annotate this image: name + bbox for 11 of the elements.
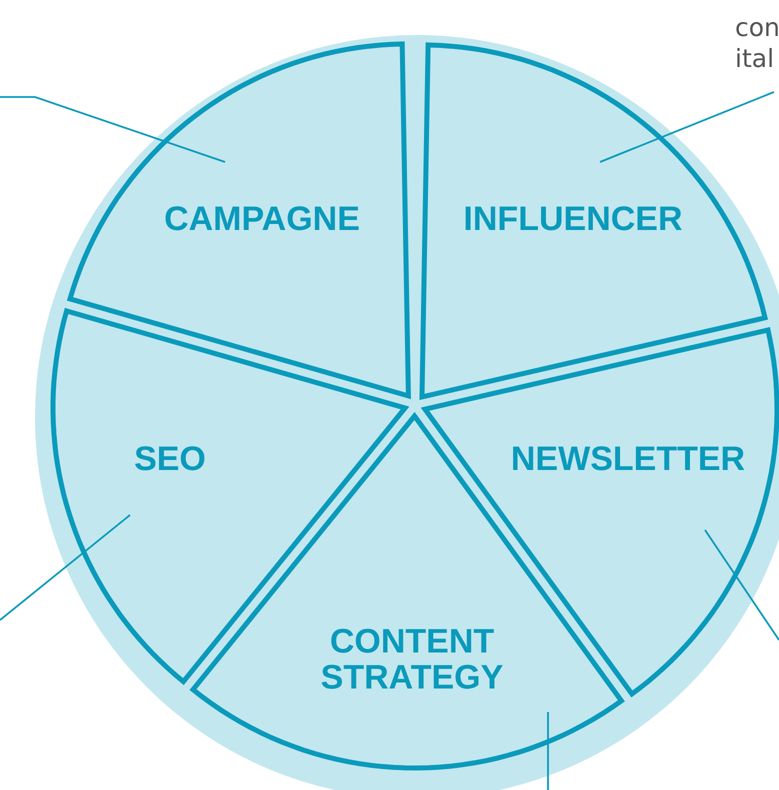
wedge-label: SEO (134, 442, 206, 478)
wedge-label: CONTENT STRATEGY (320, 624, 504, 696)
note-text: con ital (735, 12, 779, 74)
wedge-label: INFLUENCER (463, 202, 683, 238)
leader-line (0, 514, 131, 621)
wedge-label: NEWSLETTER (510, 442, 746, 478)
leader-line (0, 96, 226, 163)
wedge-label: CAMPAGNE (164, 202, 360, 238)
leader-line (547, 712, 549, 790)
leader-line (704, 530, 779, 640)
leader-line (600, 91, 774, 163)
